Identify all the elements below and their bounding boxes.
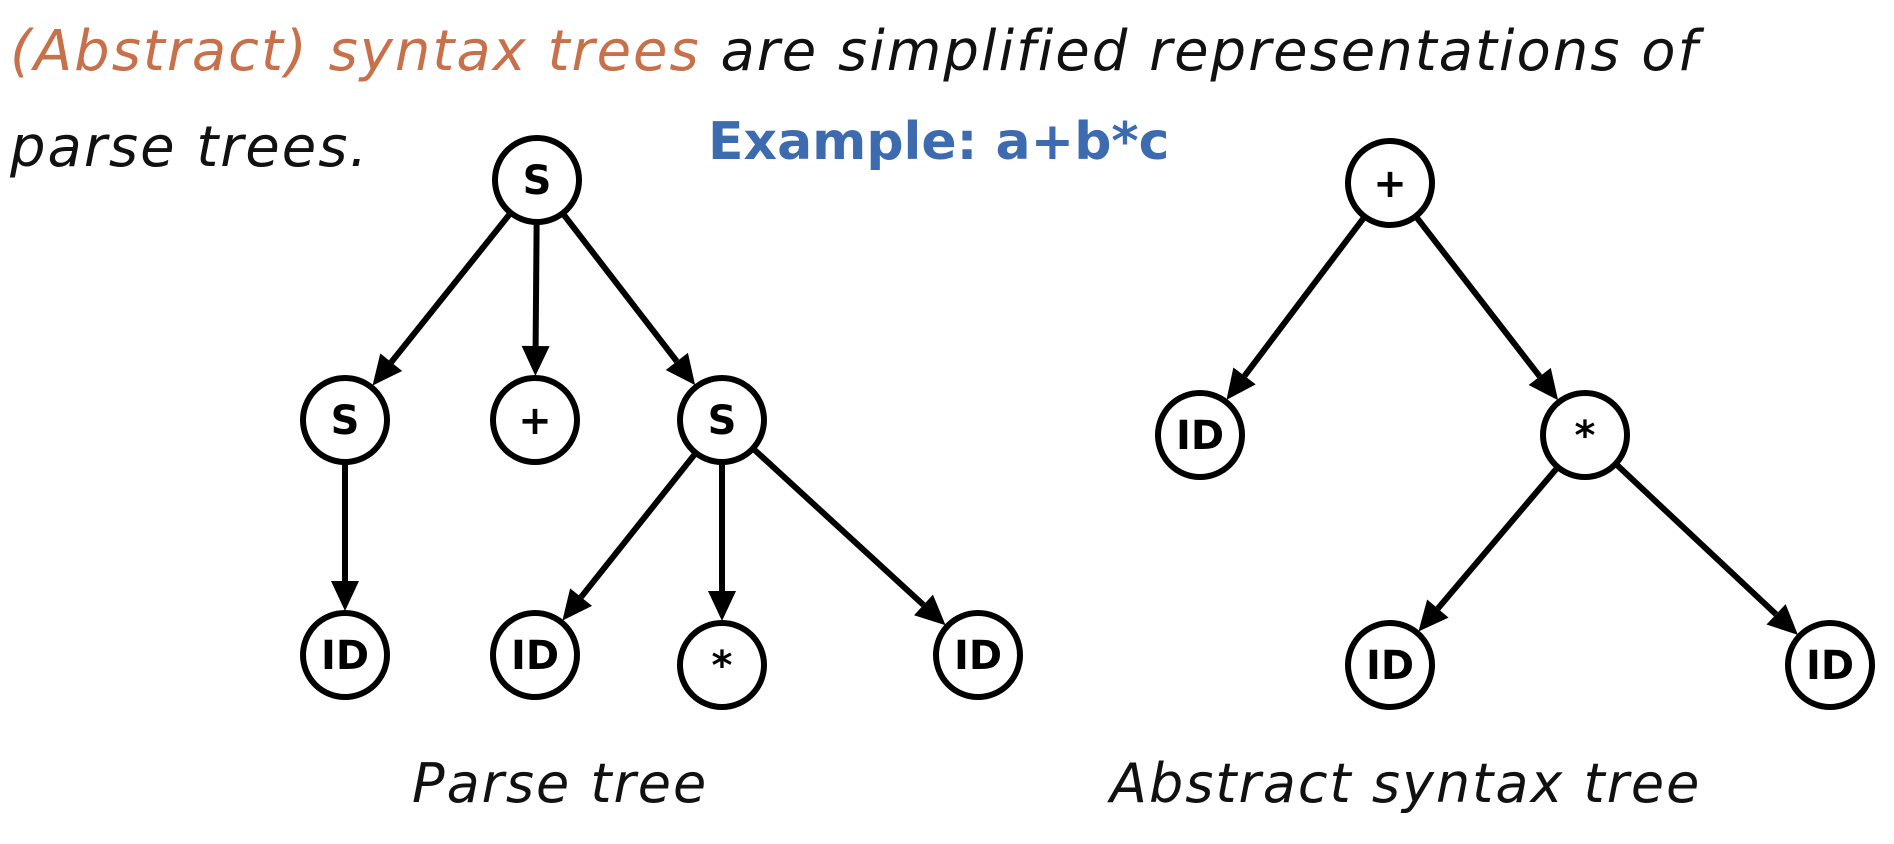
parse_tree-node-label: S [523, 158, 552, 204]
parse_tree-node-p0: S [492, 135, 582, 225]
parse_tree-node-label: ID [321, 633, 369, 679]
parse_tree-node-label: ID [954, 633, 1002, 679]
ast-node-a0: + [1345, 138, 1435, 228]
example-label: Example: a+b*c [708, 112, 1170, 172]
parse-tree-caption: Parse tree [412, 752, 709, 815]
ast-edge-a0-a2 [1413, 214, 1559, 401]
parse_tree-edge-p1-p4 [331, 462, 359, 611]
ast-node-label: ID [1806, 643, 1854, 689]
ast-node-a4: ID [1785, 620, 1875, 710]
ast-node-a2: * [1540, 390, 1630, 480]
ast-node-label: + [1373, 161, 1407, 207]
intro-text: (Abstract) syntax trees are simplified r… [10, 4, 1880, 196]
ast-node-label: ID [1176, 413, 1224, 459]
parse_tree-edge-p0-p2 [521, 221, 550, 377]
parse_tree-edge-p3-p7 [750, 446, 946, 626]
edges-layer [331, 210, 1798, 635]
parse_tree-node-p7: ID [933, 610, 1023, 700]
intro-rest: are simplified representations of parse … [10, 19, 1700, 180]
ast-node-label: * [1575, 413, 1596, 459]
ast-edge-a2-a3 [1418, 465, 1561, 632]
ast-node-a3: ID [1345, 620, 1435, 710]
ast-node-a1: ID [1155, 390, 1245, 480]
parse_tree-edge-p0-p1 [372, 210, 514, 386]
parse_tree-node-p3: S [677, 375, 767, 465]
parse_tree-node-p2: + [490, 375, 580, 465]
parse_tree-node-label: S [331, 398, 360, 444]
nodes-layer: S S + S ID ID * ID + ID * ID ID [300, 135, 1875, 710]
intro-highlight: (Abstract) syntax trees [10, 19, 701, 84]
ast-caption: Abstract syntax tree [1110, 752, 1702, 815]
parse_tree-node-p4: ID [300, 610, 390, 700]
parse_tree-node-label: + [518, 398, 552, 444]
ast-edge-a2-a4 [1613, 461, 1798, 635]
ast-node-label: ID [1366, 643, 1414, 689]
parse_tree-node-p1: S [300, 375, 390, 465]
parse_tree-edge-p0-p3 [560, 211, 696, 386]
parse_tree-node-label: ID [511, 633, 559, 679]
parse_tree-edge-p3-p5 [562, 450, 699, 621]
parse_tree-node-label: S [708, 398, 737, 444]
parse_tree-node-p6: * [677, 620, 767, 710]
parse_tree-node-p5: ID [490, 610, 580, 700]
parse_tree-edge-p3-p6 [708, 462, 736, 621]
parse_tree-node-label: * [712, 643, 733, 689]
ast-edge-a0-a1 [1226, 214, 1368, 400]
